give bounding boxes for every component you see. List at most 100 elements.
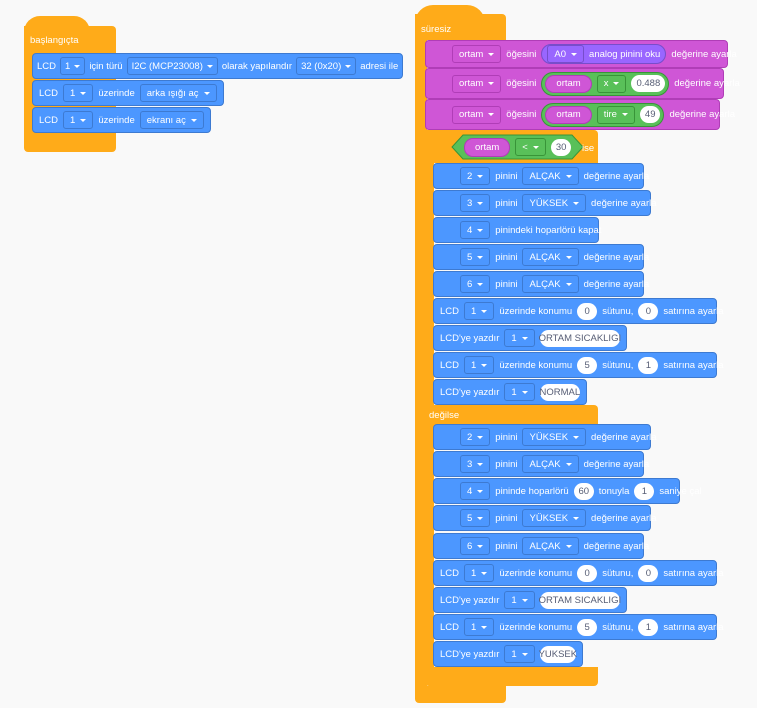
- digital-write-block[interactable]: 3 pinini YÜKSEK değerine ayarla: [433, 190, 657, 216]
- text-input[interactable]: ORTAM SICAKLIGI: [539, 591, 621, 609]
- operator-dropdown[interactable]: x: [596, 74, 627, 93]
- variable-reporter[interactable]: ortam: [545, 74, 592, 93]
- pin-dropdown[interactable]: 3: [460, 455, 491, 473]
- lcd-number-dropdown[interactable]: 1: [504, 383, 535, 401]
- lcd-number-dropdown[interactable]: 1: [464, 564, 495, 582]
- pin-dropdown[interactable]: 2: [460, 428, 491, 446]
- level-dropdown[interactable]: ALÇAK: [522, 167, 579, 185]
- lcd-display-on-block[interactable]: LCD 1 üzerinde ekranı aç: [32, 107, 211, 133]
- lcd-set-cursor-block[interactable]: LCD 1 üzerinde konumu 0 sütunu, 0 satırı…: [433, 560, 724, 586]
- pin-dropdown[interactable]: 5: [460, 509, 491, 527]
- level-dropdown[interactable]: YÜKSEK: [522, 509, 587, 527]
- pin-dropdown[interactable]: 4: [460, 482, 491, 500]
- forever-block[interactable]: [415, 14, 506, 40]
- digital-write-block[interactable]: 5 pinini ALÇAK değerine ayarla: [433, 244, 649, 270]
- lcd-action-dropdown[interactable]: ekranı aç: [139, 111, 204, 129]
- comparison-dropdown[interactable]: <: [515, 138, 546, 156]
- column-input[interactable]: 0: [577, 564, 598, 582]
- pin-dropdown[interactable]: 2: [460, 167, 491, 185]
- analog-pin-dropdown[interactable]: A0: [547, 45, 585, 63]
- digital-write-block[interactable]: 6 pinini ALÇAK değerine ayarla: [433, 533, 649, 559]
- lcd-configure-block[interactable]: LCD 1 için türü I2C (MCP23008) olarak ya…: [32, 53, 404, 79]
- block-text: satırına ayarla: [663, 621, 724, 633]
- lcd-type-dropdown[interactable]: I2C (MCP23008): [126, 57, 218, 75]
- lcd-set-cursor-block[interactable]: LCD 1 üzerinde konumu 5 sütunu, 1 satırı…: [433, 352, 724, 378]
- play-tone-block[interactable]: 4 pininde hoparlörü 60 tonuyla 1 saniye …: [433, 478, 702, 504]
- pin-dropdown[interactable]: 5: [460, 248, 491, 266]
- variable-dropdown[interactable]: ortam: [452, 74, 502, 93]
- level-dropdown[interactable]: ALÇAK: [522, 455, 579, 473]
- row-input[interactable]: 1: [638, 618, 659, 636]
- variable-reporter[interactable]: ortam: [545, 105, 592, 124]
- lcd-number-dropdown[interactable]: 1: [63, 84, 94, 102]
- number-input[interactable]: 30: [550, 138, 572, 156]
- block-text: satırına ayarla: [663, 567, 724, 579]
- lcd-print-block[interactable]: LCD'ye yazdır 1 ORTAM SICAKLIGI: [433, 325, 627, 351]
- column-input[interactable]: 5: [577, 618, 598, 636]
- lcd-print-block[interactable]: LCD'ye yazdır 1 NORMAL: [433, 379, 587, 405]
- number-input[interactable]: 0.488: [631, 75, 666, 92]
- tone-input[interactable]: 60: [573, 482, 594, 500]
- lcd-number-dropdown[interactable]: 1: [464, 356, 495, 374]
- multiply-operator-reporter[interactable]: ortam x 0.488: [541, 71, 670, 96]
- block-text: pinini: [495, 431, 518, 443]
- lcd-number-dropdown[interactable]: 1: [504, 329, 535, 347]
- lcd-action-dropdown[interactable]: arka ışığı aç: [139, 84, 217, 102]
- number-input[interactable]: 49: [639, 106, 661, 123]
- lcd-number-dropdown[interactable]: 1: [60, 57, 86, 75]
- lcd-number-dropdown[interactable]: 1: [464, 302, 495, 320]
- row-input[interactable]: 0: [638, 564, 659, 582]
- lcd-set-cursor-block[interactable]: LCD 1 üzerinde konumu 0 sütunu, 0 satırı…: [433, 298, 724, 324]
- level-dropdown[interactable]: YÜKSEK: [522, 428, 587, 446]
- analog-read-reporter[interactable]: A0 analog pinini oku: [541, 44, 667, 64]
- lcd-number-dropdown[interactable]: 1: [464, 618, 495, 636]
- dropdown-arrow-icon: [521, 652, 528, 656]
- lcd-number-dropdown[interactable]: 1: [63, 111, 94, 129]
- text-input[interactable]: YUKSEK: [539, 645, 577, 663]
- if-then-label: ise: [582, 143, 595, 154]
- block-text: değerine ayarla: [583, 278, 650, 290]
- block-text: pinini: [495, 197, 518, 209]
- set-variable-subtract-block[interactable]: ortam öğesini ortam tire 49 değerine aya…: [425, 99, 735, 130]
- column-input[interactable]: 5: [577, 356, 598, 374]
- digital-write-block[interactable]: 5 pinini YÜKSEK değerine ayarla: [433, 505, 657, 531]
- digital-write-block[interactable]: 3 pinini ALÇAK değerine ayarla: [433, 451, 649, 477]
- seconds-input[interactable]: 1: [634, 482, 655, 500]
- lcd-number-dropdown[interactable]: 1: [504, 645, 535, 663]
- operator-dropdown[interactable]: tire: [596, 105, 635, 124]
- level-dropdown[interactable]: ALÇAK: [522, 248, 579, 266]
- subtract-operator-reporter[interactable]: ortam tire 49: [541, 102, 665, 127]
- dropdown-arrow-icon: [74, 64, 81, 68]
- set-variable-multiply-block[interactable]: ortam öğesini ortam x 0.488 değerine aya…: [425, 68, 740, 99]
- variable-reporter[interactable]: ortam: [464, 137, 511, 157]
- digital-write-block[interactable]: 6 pinini ALÇAK değerine ayarla: [433, 271, 649, 297]
- text-input[interactable]: ORTAM SICAKLIGI: [539, 329, 621, 347]
- if-else-bottom: [425, 667, 598, 686]
- pin-dropdown[interactable]: 4: [460, 221, 491, 239]
- lcd-number-dropdown[interactable]: 1: [504, 591, 535, 609]
- pin-dropdown[interactable]: 3: [460, 194, 491, 212]
- variable-dropdown[interactable]: ortam: [452, 45, 502, 63]
- text-input[interactable]: NORMAL: [540, 383, 580, 401]
- digital-write-block[interactable]: 2 pinini ALÇAK değerine ayarla: [433, 163, 649, 189]
- set-variable-analog-block[interactable]: ortam öğesini A0 analog pinini oku değer…: [425, 40, 737, 68]
- lcd-backlight-block[interactable]: LCD 1 üzerinde arka ışığı aç: [32, 80, 224, 106]
- row-input[interactable]: 1: [638, 356, 659, 374]
- row-input[interactable]: 0: [638, 302, 659, 320]
- lcd-print-block[interactable]: LCD'ye yazdır 1 YUKSEK: [433, 641, 583, 667]
- else-label: değilse: [429, 410, 460, 421]
- pin-dropdown[interactable]: 6: [460, 275, 491, 293]
- variable-dropdown[interactable]: ortam: [452, 105, 502, 124]
- lcd-print-block[interactable]: LCD'ye yazdır 1 ORTAM SICAKLIGI: [433, 587, 627, 613]
- block-text: değerine ayarla: [674, 78, 740, 89]
- lcd-set-cursor-block[interactable]: LCD 1 üzerinde konumu 5 sütunu, 1 satırı…: [433, 614, 724, 640]
- block-text: üzerinde: [98, 114, 135, 126]
- lcd-address-dropdown[interactable]: 32 (0x20): [296, 57, 357, 75]
- column-input[interactable]: 0: [577, 302, 598, 320]
- level-dropdown[interactable]: ALÇAK: [522, 537, 579, 555]
- level-dropdown[interactable]: YÜKSEK: [522, 194, 587, 212]
- digital-write-block[interactable]: 2 pinini YÜKSEK değerine ayarla: [433, 424, 657, 450]
- pin-dropdown[interactable]: 6: [460, 537, 491, 555]
- speaker-stop-block[interactable]: 4 pinindeki hoparlörü kapat: [433, 217, 601, 243]
- level-dropdown[interactable]: ALÇAK: [522, 275, 579, 293]
